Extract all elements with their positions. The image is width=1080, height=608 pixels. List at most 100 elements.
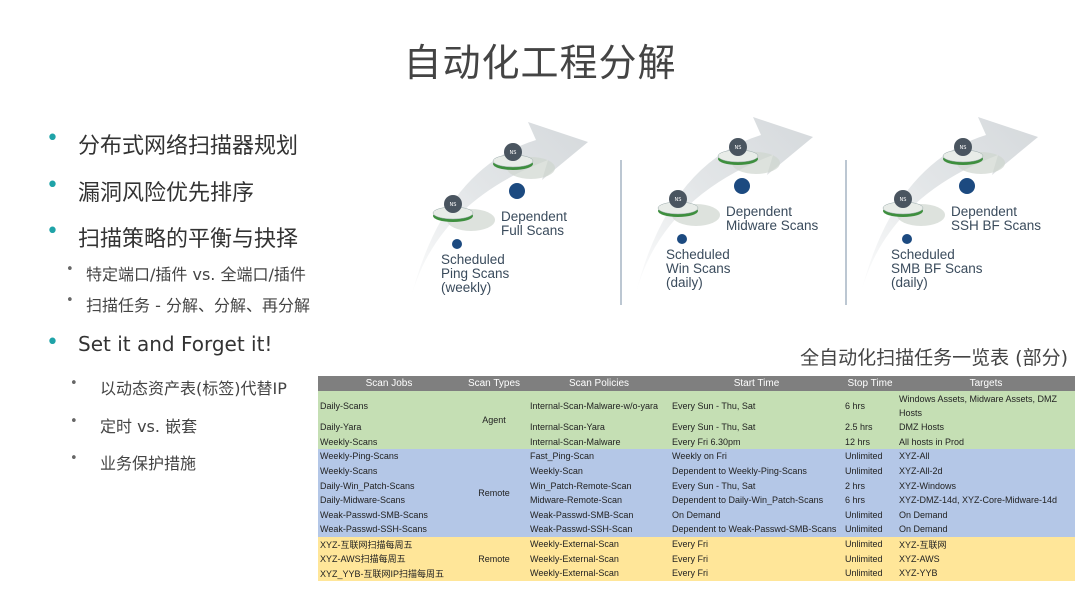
nessus-scanner-icon (444, 195, 462, 213)
table-cell: Every Fri (670, 536, 843, 552)
scanner-label: NS (675, 197, 682, 203)
stage-dot (677, 234, 687, 244)
stage-dot (509, 183, 525, 199)
table-cell: On Demand (897, 522, 1075, 537)
table-cell: DMZ Hosts (897, 420, 1075, 435)
table-cell: Every Sun - Thu, Sat (670, 420, 843, 435)
table-cell: Unlimited (843, 565, 897, 581)
stage-label-dependent: Dependent (501, 209, 567, 224)
stage-label-scheduled: Scheduled (666, 247, 730, 262)
table-cell: Unlimited (843, 449, 897, 464)
stage-label-scheduled: (daily) (666, 275, 703, 290)
stage-dot (452, 239, 462, 249)
table-cell: Weekly-Scans (318, 463, 460, 479)
stage-dot (902, 234, 912, 244)
scanner-label: NS (960, 145, 967, 151)
table-cell: 2.5 hrs (843, 420, 897, 435)
table-cell: Weekly-Ping-Scans (318, 449, 460, 464)
table-caption: 全自动化扫描任务一览表 (部分) (800, 347, 1068, 369)
stage-label-dependent: Full Scans (501, 223, 564, 238)
table-cell: Every Fri (670, 551, 843, 566)
scan-type-cell: Remote (460, 449, 528, 537)
nessus-scanner-icon (894, 190, 912, 208)
bullet-1: •分布式网络扫描器规划 (46, 126, 298, 160)
bullet-3: •扫描策略的平衡与抉择 (46, 219, 299, 253)
bullet-dot-icon: • (70, 451, 78, 466)
stage-dot (734, 178, 750, 194)
sub-bullet-text: 特定端口/插件 vs. 全端口/插件 (86, 265, 306, 284)
scanner-label: NS (510, 150, 517, 156)
sub-bullet-text: 业务保护措施 (100, 454, 197, 473)
nessus-scanner-icon (729, 138, 747, 156)
table-cell: Internal-Scan-Malware-w/o-yara (528, 391, 670, 420)
bullet-dot-icon: • (66, 262, 74, 277)
column-header: Stop Time (843, 376, 897, 391)
table-cell: 12 hrs (843, 434, 897, 450)
table-cell: Weak-Passwd-SMB-Scan (528, 507, 670, 523)
table-cell: XYZ_YYB-互联网IP扫描每周五 (318, 565, 460, 581)
sub-bullet: • 特定端口/插件 vs. 全端口/插件 (66, 261, 306, 285)
bullet-dot-icon: • (46, 330, 59, 355)
table-cell: Unlimited (843, 536, 897, 552)
stage-label-dependent: Dependent (951, 204, 1017, 219)
table-cell: All hosts in Prod (897, 434, 1075, 450)
table-cell: XYZ-互联网 (897, 536, 1075, 552)
table-cell: XYZ-All-2d (897, 463, 1075, 479)
stage-label-scheduled: Scheduled (891, 247, 955, 262)
bullet-dot-icon: • (66, 293, 74, 308)
table-cell: Weekly-Scan (528, 463, 670, 479)
table-cell: Daily-Win_Patch-Scans (318, 478, 460, 493)
sub-bullet-text: 定时 vs. 嵌套 (100, 417, 198, 436)
table-cell: Dependent to Weekly-Ping-Scans (670, 463, 843, 479)
sub-bullet-text: 扫描任务 - 分解、分解、再分解 (86, 296, 310, 315)
stage-label-scheduled: Win Scans (666, 261, 731, 276)
scanner-label: NS (735, 145, 742, 151)
scanner-label: NS (900, 197, 907, 203)
column-header: Scan Policies (528, 376, 670, 391)
bullet-text: Set it and Forget it! (78, 332, 273, 356)
sub-bullet-text: 以动态资产表(标签)代替IP (100, 379, 287, 398)
bullet-dot-icon: • (70, 414, 78, 429)
stage-label-scheduled: Scheduled (441, 252, 505, 267)
table-cell: Weak-Passwd-SMB-Scans (318, 507, 460, 523)
bullet-dot-icon: • (46, 173, 59, 198)
table-cell: XYZ-AWS扫描每周五 (318, 551, 460, 566)
scanner-label: NS (450, 202, 457, 208)
sub-bullet: • 扫描任务 - 分解、分解、再分解 (66, 292, 310, 316)
sub-bullet: • 定时 vs. 嵌套 (70, 413, 198, 437)
table-cell: Daily-Yara (318, 420, 460, 435)
bullet-4: • Set it and Forget it! (46, 330, 273, 356)
table-cell: Weak-Passwd-SSH-Scan (528, 522, 670, 537)
stage-label-scheduled: SMB BF Scans (891, 261, 983, 276)
table-cell: Daily-Midware-Scans (318, 492, 460, 508)
table-cell: Unlimited (843, 522, 897, 537)
stage-label-scheduled: (daily) (891, 275, 928, 290)
table-cell: Weekly-External-Scan (528, 536, 670, 552)
table-cell: Unlimited (843, 507, 897, 523)
table-cell: 6 hrs (843, 492, 897, 508)
table-cell: XYZ-Windows (897, 478, 1075, 493)
bullet-text: 扫描策略的平衡与抉择 (78, 227, 299, 252)
table-cell: On Demand (897, 507, 1075, 523)
table-cell: 6 hrs (843, 391, 897, 420)
scan-type-cell: Remote (460, 536, 528, 581)
table-cell: On Demand (670, 507, 843, 523)
table-cell: XYZ-互联网扫描每周五 (318, 536, 460, 552)
sub-bullet: • 业务保护措施 (70, 450, 197, 474)
table-cell: Weekly on Fri (670, 449, 843, 464)
table-cell: Fast_Ping-Scan (528, 449, 670, 464)
table-cell: Weekly-Scans (318, 434, 460, 450)
stage-label-dependent: Midware Scans (726, 218, 819, 233)
table-cell: Internal-Scan-Malware (528, 434, 670, 450)
table-cell: Every Sun - Thu, Sat (670, 478, 843, 493)
